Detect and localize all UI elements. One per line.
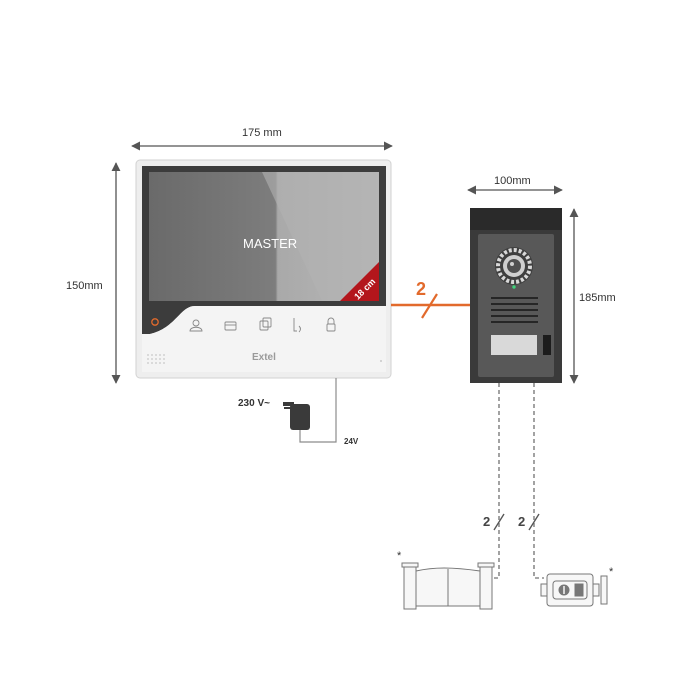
monitor — [135, 159, 392, 379]
lock-wire-count: 2 — [518, 514, 526, 529]
power-adapter — [283, 378, 337, 443]
card-icon[interactable] — [224, 321, 237, 331]
monitor-height-label: 150mm — [66, 280, 103, 292]
phone-icon[interactable] — [293, 318, 301, 333]
door-station — [470, 208, 562, 383]
camera-icon — [495, 247, 533, 285]
brand-logo: Extel — [252, 352, 276, 363]
speaker-slots — [491, 297, 538, 323]
main-bus-wire — [391, 293, 470, 319]
user-icon[interactable] — [189, 319, 203, 332]
lock-wire — [528, 383, 544, 579]
gate-marker: * — [397, 550, 402, 562]
doorstation-height-label: 185mm — [579, 292, 616, 304]
name-tag — [491, 335, 537, 355]
screen-label: MASTER — [243, 236, 298, 251]
doorstation-width-label: 100mm — [494, 175, 531, 187]
screen-size-badge — [340, 262, 379, 301]
power-led-icon — [151, 318, 159, 326]
monitor-width-label: 175 mm — [242, 127, 282, 139]
copy-icon[interactable] — [259, 317, 272, 331]
mic-hole — [380, 360, 382, 362]
gate-icon — [401, 562, 495, 610]
power-output-label: 24V — [344, 437, 359, 446]
power-input-label: 230 V~ — [238, 398, 270, 409]
electric-lock-icon — [540, 573, 608, 607]
lock-marker: * — [609, 566, 614, 578]
gate-wire — [490, 383, 505, 579]
padlock-icon[interactable] — [326, 317, 336, 332]
gate-wire-count: 2 — [483, 514, 491, 529]
call-button[interactable] — [543, 335, 551, 355]
bus-wire-count: 2 — [416, 279, 427, 299]
speaker-grille — [147, 354, 165, 364]
status-led — [512, 285, 516, 289]
